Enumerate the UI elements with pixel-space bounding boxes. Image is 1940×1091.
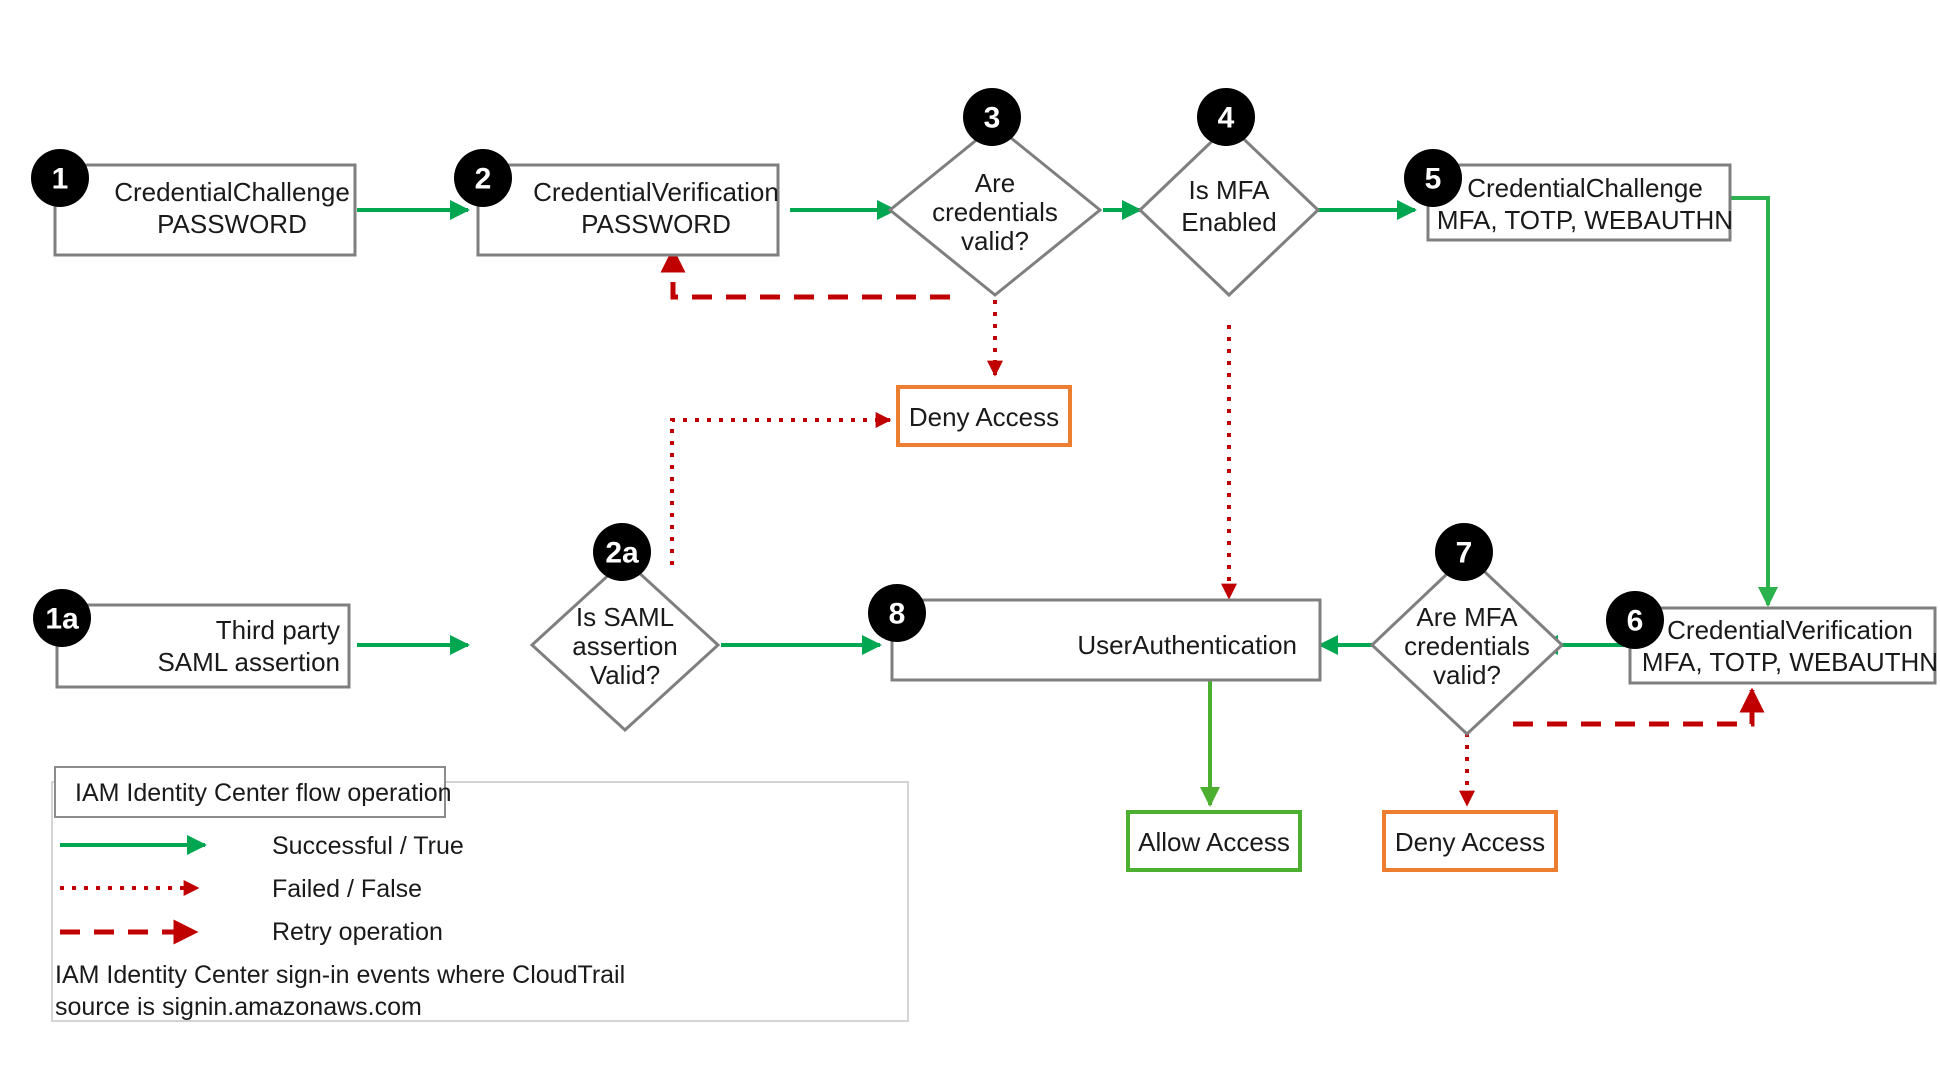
node-1a-badge-circle — [33, 589, 91, 647]
legend-title: IAM Identity Center flow operation — [75, 779, 452, 807]
node-6-line1: CredentialVerification — [1667, 615, 1913, 645]
edge-n5-to-n6 — [1730, 196, 1778, 607]
node-3-line2: credentials — [932, 197, 1058, 227]
node-3-line1: Are — [975, 168, 1015, 198]
node-6[interactable]: CredentialVerification MFA, TOTP, WEBAUT… — [1606, 591, 1938, 685]
node-1a-line2: SAML assertion — [157, 647, 340, 677]
node-1-box[interactable] — [53, 163, 357, 257]
node-5-badge-label: 5 — [1425, 163, 1442, 196]
node-5-badge-circle — [1404, 149, 1462, 207]
node-3-line3: valid? — [961, 226, 1029, 256]
terminal-allow-1-label: Allow Access — [1138, 827, 1290, 857]
node-3[interactable]: Are credentials valid? 3 — [887, 88, 1103, 297]
legend-item-2-label: Retry operation — [272, 918, 443, 946]
terminal-deny-2[interactable]: Deny Access — [1382, 810, 1558, 872]
node-8-line1: UserAuthentication — [1077, 630, 1297, 660]
node-5-line1: CredentialChallenge — [1467, 173, 1703, 203]
legend-item-1-label: Failed / False — [272, 875, 422, 903]
terminal-deny-1[interactable]: Deny Access — [896, 385, 1072, 447]
terminal-allow-1-box[interactable] — [1126, 810, 1302, 872]
node-2a[interactable]: Is SAML assertion Valid? 2a — [529, 523, 721, 733]
node-2a-line2: assertion — [572, 631, 678, 661]
node-8-badge-circle — [868, 584, 926, 642]
node-2a-line3: Valid? — [590, 660, 660, 690]
node-1-badge-label: 1 — [52, 163, 69, 196]
node-2a-badge-label: 2a — [605, 537, 639, 570]
legend-note-line1: IAM Identity Center sign-in events where… — [55, 961, 625, 989]
legend-item-0-label: Successful / True — [272, 832, 464, 860]
legend-title-box — [54, 766, 446, 818]
node-4-badge-label: 4 — [1218, 102, 1235, 135]
node-4-line1: Is MFA — [1189, 175, 1271, 205]
node-6-line2: MFA, TOTP, WEBAUTHN — [1642, 647, 1938, 677]
node-3-badge-circle — [963, 88, 1021, 146]
node-1-line2: PASSWORD — [157, 209, 307, 239]
node-5-line2: MFA, TOTP, WEBAUTHN — [1437, 205, 1733, 235]
node-2-badge-circle — [454, 149, 512, 207]
node-6-badge-circle — [1606, 591, 1664, 649]
node-1[interactable]: CredentialChallenge PASSWORD 1 — [31, 149, 357, 257]
legend-panel — [51, 781, 909, 1022]
node-7-line3: valid? — [1433, 660, 1501, 690]
node-2a-diamond[interactable] — [529, 557, 721, 733]
edge-n2a-false-to-deny — [670, 412, 892, 565]
legend-note-line2: source is signin.amazonaws.com — [55, 993, 422, 1021]
node-7-badge-label: 7 — [1456, 537, 1473, 570]
node-7-badge-circle — [1435, 523, 1493, 581]
node-3-badge-label: 3 — [984, 102, 1001, 135]
node-7-line2: credentials — [1404, 631, 1530, 661]
node-3-diamond[interactable] — [887, 123, 1103, 297]
node-4-line2: Enabled — [1181, 207, 1276, 237]
node-6-badge-label: 6 — [1627, 605, 1644, 638]
node-8[interactable]: UserAuthentication 8 — [868, 584, 1322, 682]
node-1-badge-circle — [31, 149, 89, 207]
node-7-line1: Are MFA — [1416, 602, 1518, 632]
node-4[interactable]: Is MFA Enabled 4 — [1137, 88, 1321, 298]
node-2-line1: CredentialVerification — [533, 177, 779, 207]
node-1a-box[interactable] — [55, 603, 351, 689]
node-7[interactable]: Are MFA credentials valid? 7 — [1369, 523, 1565, 737]
node-1a-badge-label: 1a — [45, 603, 79, 636]
terminal-deny-1-label: Deny Access — [909, 402, 1059, 432]
node-2-badge-label: 2 — [475, 163, 492, 196]
legend: IAM Identity Center flow operation Succe… — [51, 766, 909, 1022]
node-4-badge-circle — [1197, 88, 1255, 146]
node-1-line1: CredentialChallenge — [114, 177, 350, 207]
node-2-box[interactable] — [476, 163, 780, 257]
node-5[interactable]: CredentialChallenge MFA, TOTP, WEBAUTHN … — [1404, 149, 1733, 242]
node-2a-line1: Is SAML — [576, 602, 674, 632]
edge-n3-retry-to-n2 — [660, 247, 950, 300]
node-2a-badge-circle — [593, 523, 651, 581]
terminal-deny-2-label: Deny Access — [1395, 827, 1545, 857]
terminal-allow-1[interactable]: Allow Access — [1126, 810, 1302, 872]
node-1a-line1: Third party — [216, 615, 340, 645]
node-8-badge-label: 8 — [889, 598, 906, 631]
terminal-deny-2-box[interactable] — [1382, 810, 1558, 872]
node-2-line2: PASSWORD — [581, 209, 731, 239]
node-7-diamond[interactable] — [1369, 552, 1565, 737]
node-2[interactable]: CredentialVerification PASSWORD 2 — [454, 149, 780, 257]
node-1a[interactable]: Third party SAML assertion 1a — [33, 589, 351, 689]
edge-n7-retry-to-n6 — [1513, 687, 1765, 727]
node-4-diamond[interactable] — [1137, 122, 1321, 298]
terminal-deny-1-box[interactable] — [896, 385, 1072, 447]
